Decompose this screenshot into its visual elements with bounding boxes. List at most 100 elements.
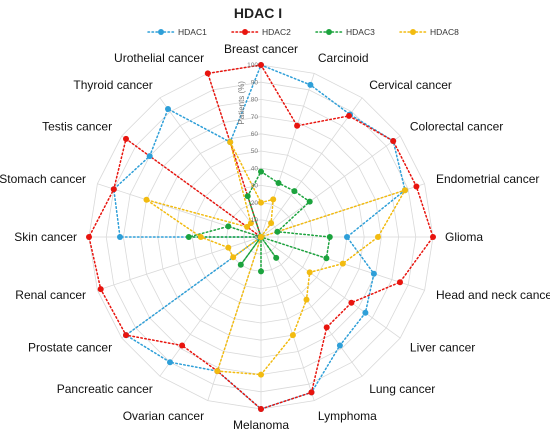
data-point-hdac2 (123, 135, 129, 142)
data-point-hdac3 (291, 188, 298, 195)
category-label: Lung cancer (369, 382, 435, 396)
legend-marker-hdac1 (158, 29, 164, 35)
category-label: Urothelial cancer (114, 51, 204, 65)
data-point-hdac3 (274, 228, 281, 235)
grid-spoke (260, 135, 401, 238)
data-point-hdac8 (197, 234, 204, 240)
data-point-hdac8 (268, 220, 275, 227)
data-point-hdac8 (258, 234, 264, 240)
radial-tick-label: 20 (251, 200, 259, 207)
category-label: Head and neck cancer (436, 288, 550, 302)
legend-marker-hdac2 (242, 29, 248, 35)
radial-tick-label: 50 (251, 148, 259, 155)
radial-tick-label: 70 (251, 114, 259, 121)
data-point-hdac3 (273, 254, 280, 261)
data-point-hdac3 (258, 268, 264, 275)
data-point-hdac3 (306, 198, 313, 205)
data-point-hdac2 (86, 234, 92, 240)
data-point-hdac2 (397, 279, 403, 286)
radial-tick-label: 30 (251, 183, 259, 190)
category-label: Skin cancer (14, 230, 77, 244)
category-label: Ovarian cancer (123, 409, 204, 423)
radial-tick-label: 80 (251, 97, 259, 104)
data-point-hdac1 (344, 234, 350, 240)
data-point-hdac2 (346, 112, 352, 119)
category-label: Pancreatic cancer (57, 382, 153, 396)
category-label: Carcinoid (318, 51, 369, 65)
data-point-hdac3 (185, 234, 192, 240)
data-point-hdac2 (413, 183, 420, 190)
category-label: Renal cancer (15, 288, 86, 302)
category-label: Thyroid cancer (73, 78, 152, 92)
data-point-hdac1 (336, 342, 343, 349)
grid-spoke (97, 236, 262, 291)
data-point-hdac8 (214, 368, 221, 375)
data-point-hdac8 (303, 296, 310, 303)
data-point-hdac2 (258, 406, 264, 412)
category-label: Melanoma (233, 418, 289, 432)
data-point-hdac2 (308, 389, 315, 396)
radial-tick-label: 0 (254, 234, 258, 241)
data-point-hdac8 (339, 260, 346, 267)
data-point-hdac2 (348, 299, 355, 306)
data-point-hdac1 (362, 309, 369, 316)
data-point-hdac2 (390, 138, 397, 144)
data-point-hdac2 (294, 122, 301, 129)
data-point-hdac3 (237, 261, 244, 268)
data-point-hdac8 (230, 254, 237, 261)
grid-spoke (260, 97, 363, 238)
data-point-hdac2 (258, 62, 264, 68)
grid-spoke (260, 236, 401, 339)
data-point-hdac8 (225, 244, 232, 251)
category-label: Lymphoma (318, 409, 377, 423)
data-point-hdac3 (258, 168, 264, 175)
data-point-hdac8 (244, 223, 251, 230)
legend-marker-hdac3 (326, 29, 332, 35)
category-label: Glioma (445, 230, 483, 244)
data-point-hdac3 (225, 223, 232, 230)
data-point-hdac1 (167, 359, 173, 366)
category-label: Colorectal cancer (410, 120, 503, 134)
data-point-hdac3 (326, 234, 333, 240)
category-label: Testis cancer (42, 120, 112, 134)
data-point-hdac8 (402, 187, 408, 194)
grid-spoke (260, 236, 315, 401)
data-point-hdac8 (247, 220, 254, 227)
axis-title: Patients (%) (237, 81, 246, 125)
category-label: Breast cancer (224, 42, 298, 56)
legend-marker-hdac8 (410, 29, 416, 35)
data-point-hdac3 (244, 193, 251, 200)
data-point-hdac1 (117, 234, 123, 240)
radial-tick-label: 10 (251, 217, 259, 224)
category-label: Endometrial cancer (436, 172, 539, 186)
radial-tick-label: 60 (251, 131, 259, 138)
data-point-hdac8 (270, 196, 277, 203)
data-point-hdac8 (258, 371, 264, 378)
data-point-hdac1 (146, 153, 153, 160)
data-point-hdac1 (370, 270, 377, 277)
data-point-hdac2 (323, 324, 330, 331)
data-point-hdac8 (289, 332, 296, 339)
legend-label-hdac2: HDAC2 (262, 27, 291, 37)
data-point-hdac2 (179, 342, 186, 349)
data-point-hdac3 (323, 255, 330, 262)
data-point-hdac2 (97, 286, 104, 293)
category-label: Stomach cancer (0, 172, 86, 186)
data-point-hdac2 (204, 70, 211, 77)
legend-label-hdac8: HDAC8 (430, 27, 459, 37)
data-point-hdac8 (227, 139, 234, 146)
chart-title: HDAC I (234, 5, 282, 21)
radial-tick-label: 100 (247, 62, 258, 69)
data-point-hdac2 (430, 234, 436, 240)
radial-tick-label: 40 (251, 165, 259, 172)
data-point-hdac1 (307, 81, 314, 88)
category-label: Cervical cancer (369, 78, 452, 92)
data-point-hdac8 (375, 234, 381, 240)
data-point-hdac2 (123, 332, 129, 339)
data-point-hdac2 (110, 186, 117, 193)
data-point-hdac8 (258, 199, 264, 206)
